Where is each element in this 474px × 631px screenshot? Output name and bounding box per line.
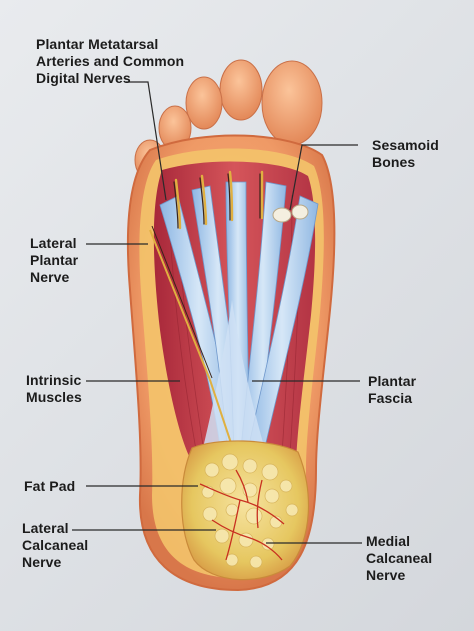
leader-lines [72,81,362,544]
second-toe [219,59,263,121]
label-sesamoid-bones: Sesamoid Bones [372,137,439,170]
lateral-plantar-nerve [149,229,237,459]
calcaneal-vessels [199,469,285,561]
plantar-fascia-bands [159,181,319,461]
label-fat-pad: Fat Pad [24,478,76,494]
label-plantar-fascia: Plantar Fascia [368,373,417,406]
third-toe [185,76,223,130]
heel-fat-pad [181,440,310,581]
big-toe [261,60,323,146]
label-plantar-metatarsal-arteries: Plantar Metatarsal Arteries and Common D… [36,36,185,86]
label-intrinsic-muscles: Intrinsic Muscles [26,372,82,405]
label-lateral-plantar-nerve: Lateral Plantar Nerve [30,235,79,285]
label-medial-calcaneal-nerve: Medial Calcaneal Nerve [366,533,433,583]
sesamoid-bones [272,204,309,223]
label-lateral-calcaneal-nerve: Lateral Calcaneal Nerve [22,520,89,570]
common-digital-nerves [173,170,264,230]
